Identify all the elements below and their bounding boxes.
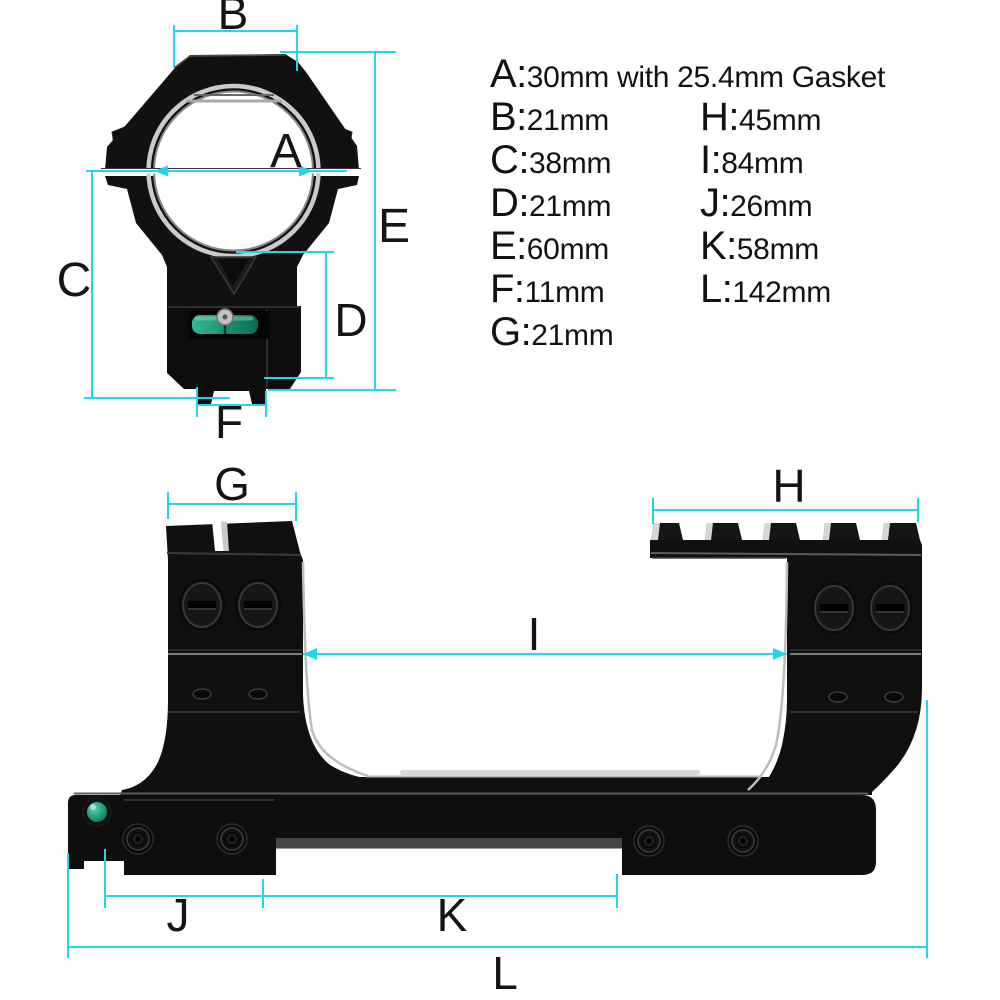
spec-value-k: 58mm <box>736 233 819 266</box>
spec-value-c: 38mm <box>529 147 612 180</box>
side-left-ring <box>120 521 372 795</box>
spec-key-g: G: <box>490 310 532 354</box>
spec-row-g: G:21mm <box>490 310 614 355</box>
spec-row-j: J:26mm <box>700 181 813 226</box>
spec-key-a: A: <box>490 52 527 96</box>
dim-label-g: G <box>214 458 250 510</box>
dim-label-l: L <box>492 947 518 999</box>
spec-value-b: 21mm <box>526 104 609 137</box>
dimension-labels-side: G H I J K L <box>167 458 806 999</box>
ring-cap-screws <box>179 579 913 634</box>
dim-label-b: B <box>218 0 249 39</box>
spec-row-c: C:38mm <box>490 138 611 183</box>
spec-row-d: D:21mm <box>490 181 611 226</box>
arrow-a-left <box>154 165 168 177</box>
dim-label-k: K <box>437 889 468 941</box>
dim-label-i: I <box>528 608 541 660</box>
spec-value-a: 30mm with 25.4mm Gasket <box>526 61 886 94</box>
spec-value-l: 142mm <box>732 276 831 309</box>
spec-key-h: H: <box>700 95 740 139</box>
spec-key-f: F: <box>490 267 525 311</box>
left-rail-slot <box>212 521 224 551</box>
spec-row-k: K:58mm <box>700 224 819 269</box>
base-rail <box>68 795 876 875</box>
arrow-i-left <box>303 648 317 660</box>
spec-key-k: K: <box>700 224 737 268</box>
spec-value-i: 84mm <box>721 147 804 180</box>
spec-value-h: 45mm <box>739 104 822 137</box>
dim-label-d: D <box>334 294 367 346</box>
spec-key-j: J: <box>700 181 731 225</box>
spec-row-f: F:11mm <box>490 267 605 312</box>
spec-row-i: I:84mm <box>700 138 804 183</box>
dim-label-h: H <box>772 460 805 512</box>
arrow-i-right <box>773 648 787 660</box>
spec-value-g: 21mm <box>531 319 614 352</box>
side-view-illustration <box>68 521 922 875</box>
dim-label-a: A <box>270 125 302 178</box>
dimension-lines-side <box>67 492 928 958</box>
spec-key-b: B: <box>490 95 527 139</box>
spec-key-e: E: <box>490 224 527 268</box>
spec-value-f: 11mm <box>524 276 605 309</box>
dimension-arrows-side <box>303 648 787 660</box>
bubble-level-side <box>84 799 110 825</box>
dim-label-e: E <box>378 200 410 253</box>
spec-key-c: C: <box>490 138 530 182</box>
rail-dovetail-face <box>276 838 622 849</box>
dim-label-f: F <box>215 396 243 448</box>
dimension-labels-front: B A C D E F <box>57 0 410 448</box>
arrow-a-right <box>299 165 313 177</box>
saddle-rim-right <box>747 561 789 791</box>
picatinny-rail <box>650 523 922 559</box>
spec-row-b: B:21mm <box>490 95 609 140</box>
spec-row-l: L:142mm <box>700 267 831 312</box>
spec-key-l: L: <box>700 267 733 311</box>
spec-key-d: D: <box>490 181 530 225</box>
dim-label-j: J <box>167 889 190 941</box>
spec-row-e: E:60mm <box>490 224 609 269</box>
spec-row-h: H:45mm <box>700 95 821 140</box>
spec-value-e: 60mm <box>526 233 609 266</box>
clamp-hex-screws <box>122 823 759 857</box>
spec-value-d: 21mm <box>529 190 612 223</box>
screw-tips <box>192 688 904 703</box>
front-view-illustration <box>101 54 361 404</box>
dim-label-c: C <box>57 254 92 307</box>
spec-key-i: I: <box>700 138 722 182</box>
spec-value-j: 26mm <box>730 190 813 223</box>
spec-row-a: A:30mm with 25.4mm Gasket <box>490 52 885 97</box>
saddle-rim-left <box>301 561 369 778</box>
dimension-arrows-front <box>154 165 313 177</box>
